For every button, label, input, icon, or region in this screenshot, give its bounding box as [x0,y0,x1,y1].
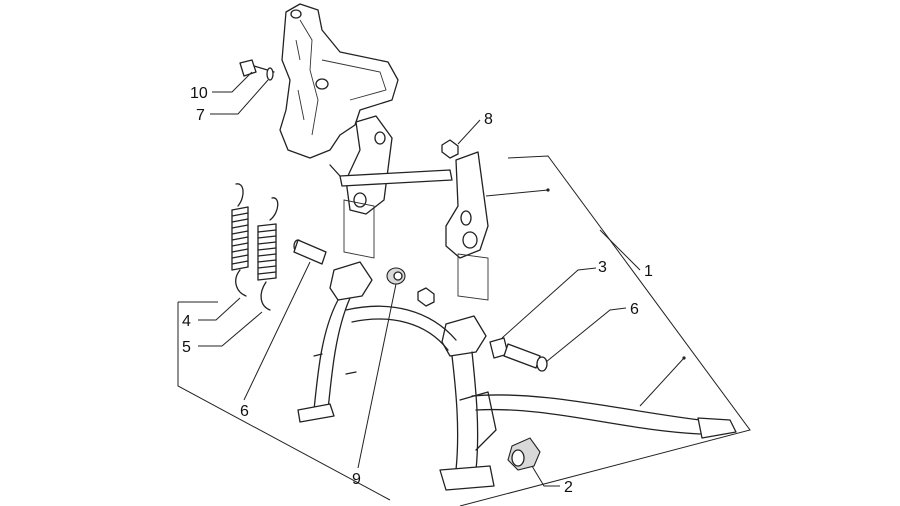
pivot-bracket [345,115,393,215]
callout-6-left: 6 [240,403,249,420]
cross-shaft [329,164,453,187]
frame-bracket [279,3,399,159]
center-stand-1 [297,261,737,491]
callout-9: 9 [352,471,361,488]
leader-lines [198,71,641,487]
small-nut [417,287,435,307]
callout-5: 5 [182,339,191,356]
kit-boundary [177,155,751,506]
callout-2: 2 [564,479,573,496]
alignment-guides [343,199,489,301]
callout-7: 7 [196,107,205,124]
callout-6-right: 6 [630,301,639,318]
callout-10: 10 [190,85,208,102]
pivot-bolt-6-right [503,343,548,372]
kick-lever-plate [445,151,489,259]
bushing-9 [386,267,406,285]
rubber-stop-2 [507,437,541,471]
callout-4: 4 [182,313,191,330]
callout-3: 3 [598,259,607,276]
spring-5 [257,197,279,311]
callouts: 10 7 8 3 1 6 4 5 6 9 2 [182,85,653,496]
callout-8: 8 [484,111,493,128]
washer-7 [266,67,274,81]
callout-1: 1 [644,263,653,280]
nut-8 [441,139,459,159]
spring-4 [231,183,249,297]
pivot-pin-6-left [293,239,327,265]
